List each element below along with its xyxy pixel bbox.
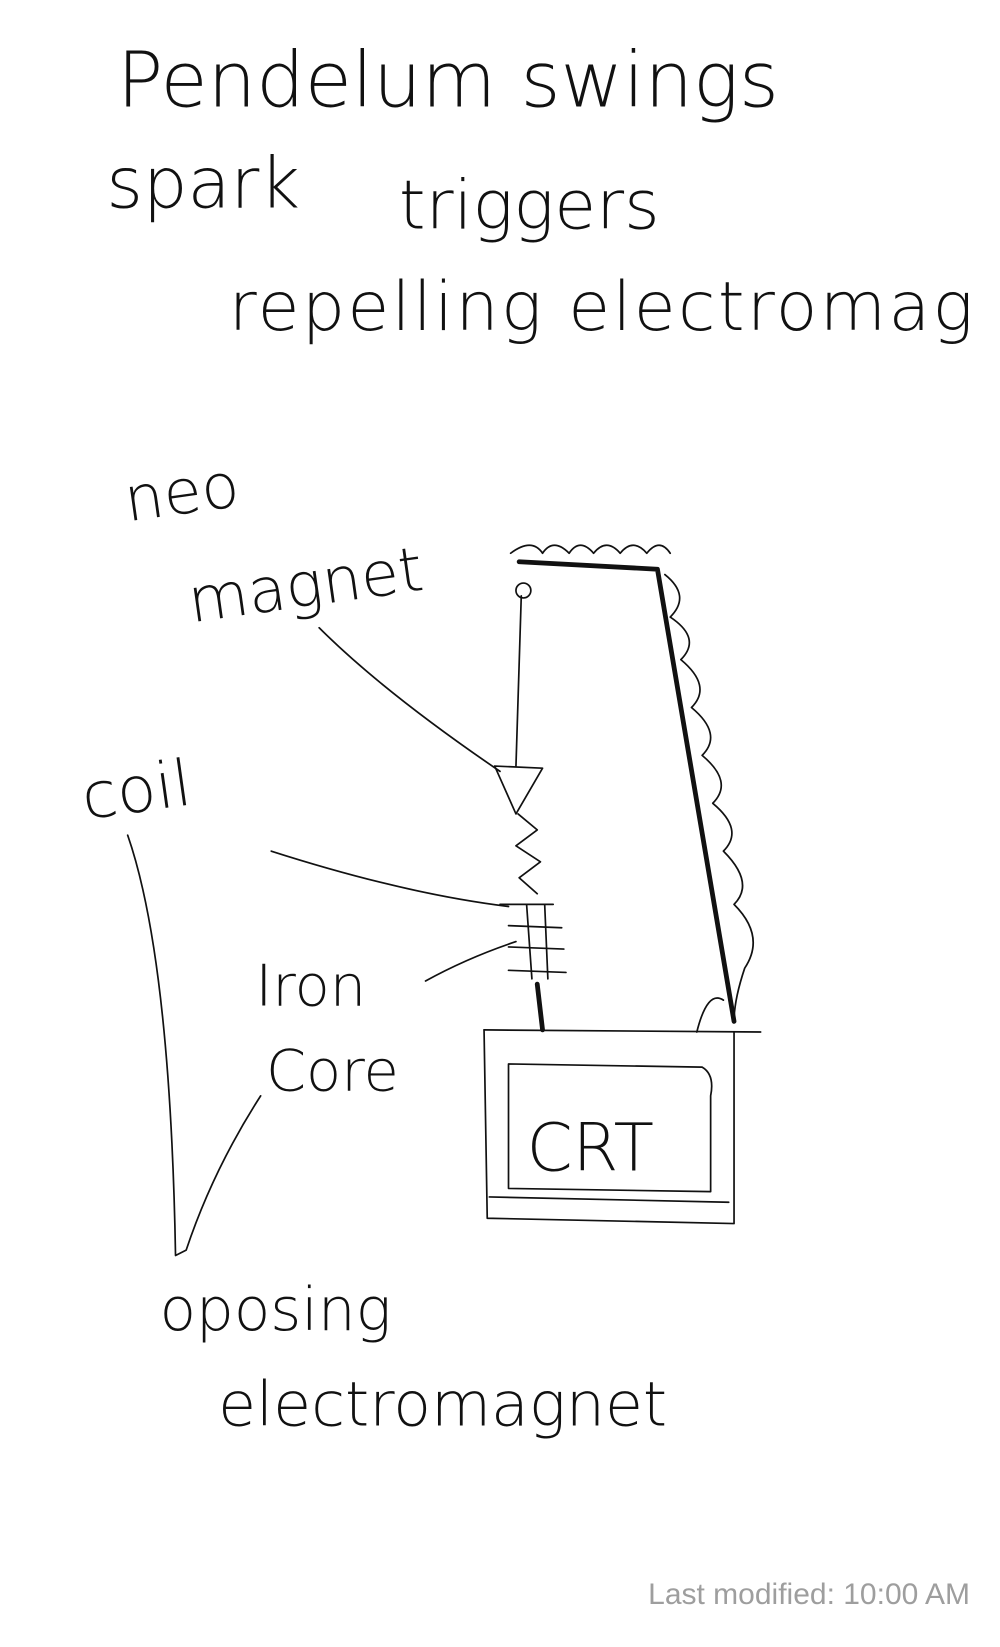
label-neo: neo (120, 449, 244, 536)
last-modified-timestamp: Last modified: 10:00 AM (648, 1578, 970, 1611)
handwritten-notes: Pendelum swings spark triggers repelling… (106, 36, 973, 346)
pointer-neo-magnet (318, 626, 501, 773)
pivot (515, 582, 532, 599)
label-electromagnet: electromagnet (218, 1369, 667, 1441)
crt-top-edge (483, 1029, 762, 1033)
crt-screen (507, 1063, 713, 1193)
wire-end (695, 997, 725, 1033)
pendulum-arm (516, 559, 737, 1024)
label-oposing: oposing (160, 1276, 392, 1345)
crt-outer-frame (483, 1029, 735, 1225)
pointer-opposing-electromagnet (126, 834, 262, 1257)
note-line-1: Pendelum swings (117, 36, 779, 125)
neo-magnet (493, 765, 544, 815)
base-post (534, 981, 545, 1033)
crt-box (483, 1029, 762, 1225)
top-spring (509, 544, 672, 555)
label-iron: Iron (255, 952, 366, 1019)
note-line-2b: triggers (399, 167, 660, 246)
pointer-iron-core (424, 940, 517, 982)
pendulum-drawing (493, 544, 754, 1033)
iron-core (525, 903, 549, 980)
spring-zigzag (515, 813, 542, 895)
coil-windings (499, 903, 567, 974)
note-line-2a: spark (106, 142, 300, 224)
crt-bottom-line (488, 1196, 730, 1204)
coiled-wire (664, 573, 754, 1023)
label-magnet: magnet (184, 533, 428, 637)
pointer-lines (126, 626, 517, 1257)
support-post (515, 594, 523, 767)
label-coil: coil (77, 747, 196, 836)
label-crt: CRT (527, 1109, 654, 1186)
label-core: Core (266, 1038, 399, 1105)
note-line-3: repelling electromag (229, 268, 974, 347)
pointer-coil (270, 850, 510, 908)
diagram-labels: neo magnet coil Iron Core CRT oposing el… (77, 449, 667, 1441)
